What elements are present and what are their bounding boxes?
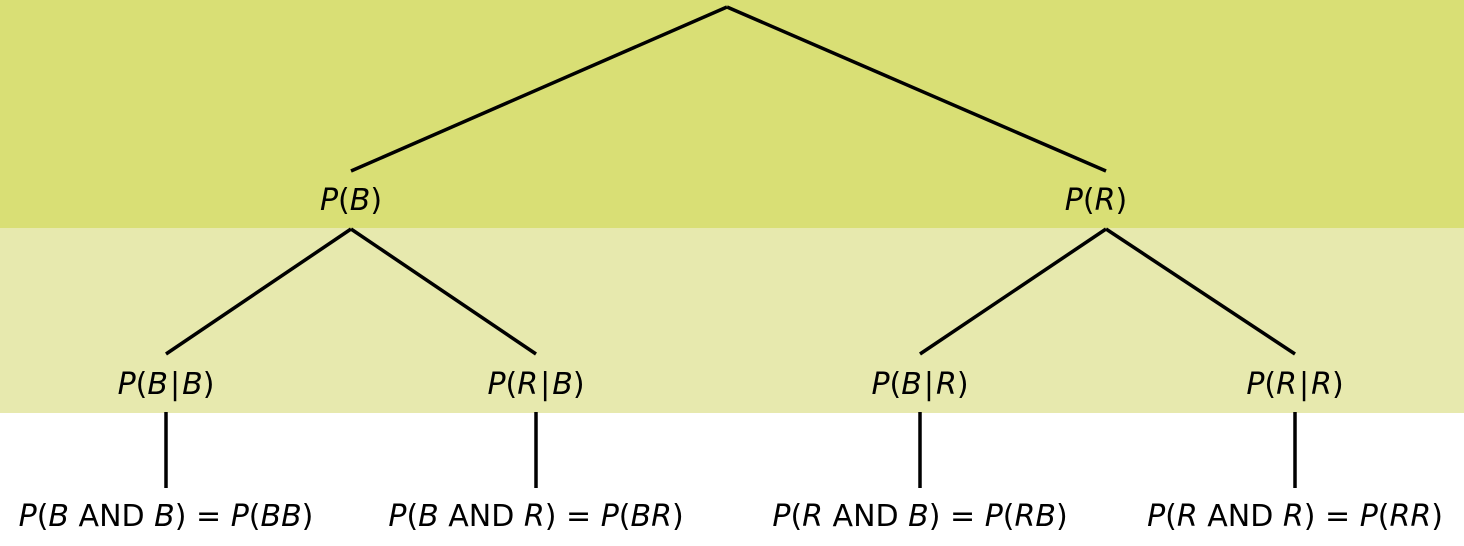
condition-label: R xyxy=(1311,367,1332,402)
and-word: AND xyxy=(823,499,909,534)
prob-symbol: P xyxy=(1147,499,1166,534)
open-paren: ( xyxy=(1377,499,1390,534)
prob-symbol: P xyxy=(1246,367,1265,402)
node-p-r-given-r: P(R|R) xyxy=(1246,370,1343,400)
and-word: AND xyxy=(1197,499,1283,534)
prob-symbol: P xyxy=(600,499,619,534)
close-paren: ) xyxy=(370,183,383,218)
equals-sign: = xyxy=(556,499,601,534)
close-paren: ) xyxy=(1331,367,1344,402)
condition-label: B xyxy=(552,367,573,402)
open-paren: ( xyxy=(889,367,902,402)
prob-symbol: P xyxy=(117,367,136,402)
open-paren: ( xyxy=(135,367,148,402)
edge-r-to-br xyxy=(919,227,1107,356)
second-event: B xyxy=(154,499,175,534)
close-paren: ) xyxy=(1431,499,1443,534)
prob-symbol: P xyxy=(1064,183,1083,218)
given-bar: | xyxy=(923,367,934,402)
given-bar: | xyxy=(169,367,181,402)
condition-label: B xyxy=(182,367,203,402)
prob-symbol: P xyxy=(319,183,339,218)
close-paren: ) xyxy=(1055,499,1068,534)
close-paren: ) xyxy=(1303,499,1316,534)
prob-symbol: P xyxy=(230,499,249,534)
open-paren: ( xyxy=(1264,367,1277,402)
open-paren: ( xyxy=(1082,183,1095,218)
joint-event: RR xyxy=(1389,499,1432,534)
outcome-rr: P(R AND R) = P(RR) xyxy=(1147,502,1443,532)
joint-event: RB xyxy=(1014,499,1056,534)
prob-symbol: P xyxy=(18,499,37,534)
close-paren: ) xyxy=(671,499,684,534)
prob-symbol: P xyxy=(1359,499,1378,534)
node-p-b: P(B) xyxy=(320,186,382,216)
event-label: R xyxy=(1276,367,1297,402)
first-draw-band xyxy=(0,0,1464,228)
equals-sign: = xyxy=(1315,499,1360,534)
open-paren: ( xyxy=(36,499,49,534)
edge-b-to-rb xyxy=(350,227,537,356)
event-label: R xyxy=(1094,183,1116,218)
edge-root-to-r xyxy=(726,5,1107,173)
prob-symbol: P xyxy=(388,499,407,534)
open-paren: ( xyxy=(1002,499,1015,534)
close-paren: ) xyxy=(202,367,215,402)
node-p-b-given-r: P(B|R) xyxy=(871,370,968,400)
event-label: B xyxy=(147,367,168,402)
outcome-rb: P(R AND B) = P(RB) xyxy=(772,502,1067,532)
and-word: AND xyxy=(69,499,155,534)
second-event: B xyxy=(908,499,929,534)
event-label: B xyxy=(349,183,371,218)
prob-symbol: P xyxy=(772,499,791,534)
equals-sign: = xyxy=(186,499,231,534)
second-event: R xyxy=(523,499,545,534)
joint-event: BR xyxy=(630,499,672,534)
first-event: R xyxy=(802,499,824,534)
node-p-r: P(R) xyxy=(1065,186,1127,216)
joint-event: BB xyxy=(260,499,302,534)
edge-b-to-bb xyxy=(165,227,352,356)
close-paren: ) xyxy=(174,499,187,534)
condition-label: R xyxy=(935,367,957,402)
given-bar: | xyxy=(1298,367,1310,402)
close-paren: ) xyxy=(572,367,585,402)
first-event: B xyxy=(418,499,439,534)
close-paren: ) xyxy=(1115,183,1128,218)
open-paren: ( xyxy=(505,367,518,402)
event-label: B xyxy=(901,367,922,402)
event-label: R xyxy=(517,367,539,402)
open-paren: ( xyxy=(1165,499,1177,534)
open-paren: ( xyxy=(248,499,261,534)
close-paren: ) xyxy=(956,367,969,402)
edge-root-to-b xyxy=(350,5,728,173)
close-paren: ) xyxy=(544,499,557,534)
second-draw-band xyxy=(0,228,1464,413)
outcome-bb: P(B AND B) = P(BB) xyxy=(19,502,314,532)
and-word: AND xyxy=(438,499,524,534)
edge-r-to-rr xyxy=(1105,227,1296,356)
outcome-br: P(B AND R) = P(BR) xyxy=(388,502,683,532)
node-p-b-given-b: P(B|B) xyxy=(118,370,215,400)
prob-symbol: P xyxy=(871,367,890,402)
node-p-r-given-b: P(R|B) xyxy=(487,370,584,400)
equals-sign: = xyxy=(940,499,985,534)
first-event: B xyxy=(48,499,70,534)
open-paren: ( xyxy=(406,499,419,534)
close-paren: ) xyxy=(301,499,314,534)
close-paren: ) xyxy=(928,499,941,534)
open-paren: ( xyxy=(618,499,631,534)
open-paren: ( xyxy=(338,183,350,218)
given-bar: | xyxy=(540,367,551,402)
second-event: R xyxy=(1282,499,1304,534)
open-paren: ( xyxy=(790,499,803,534)
prob-symbol: P xyxy=(487,367,506,402)
prob-symbol: P xyxy=(984,499,1003,534)
first-event: R xyxy=(1176,499,1198,534)
